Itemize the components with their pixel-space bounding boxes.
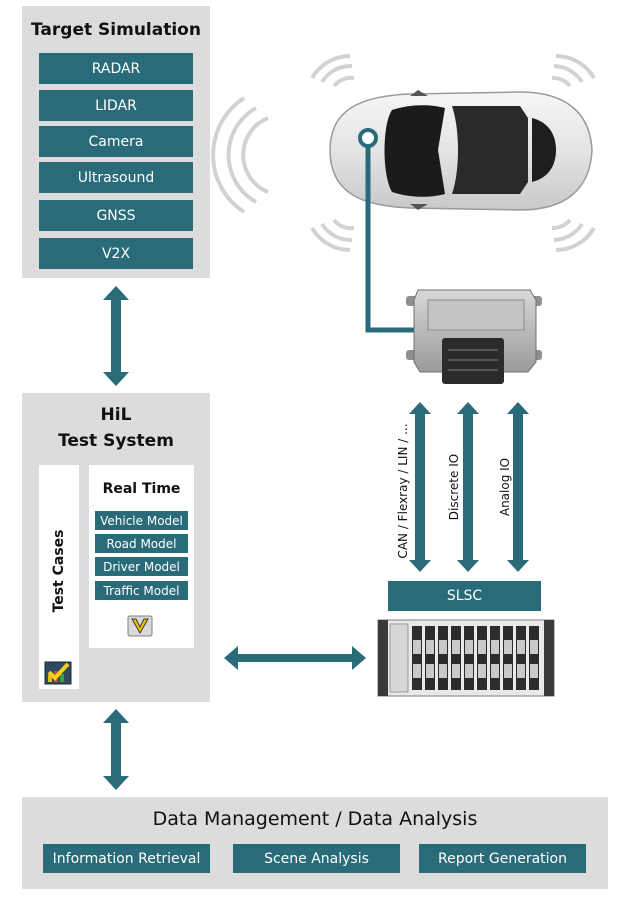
- hil-test-system-panel: HiL Test System Test Cases Real Time Veh…: [22, 393, 210, 702]
- vehicle-model-item: Vehicle Model: [95, 511, 188, 530]
- gnss-item: GNSS: [39, 200, 193, 231]
- radar-item: RADAR: [39, 53, 193, 84]
- driver-model-item: Driver Model: [95, 557, 188, 576]
- information-retrieval-item: Information Retrieval: [43, 844, 210, 873]
- target-simulation-panel: Target Simulation RADAR LIDAR Camera Ult…: [22, 6, 210, 278]
- target-simulation-title: Target Simulation: [31, 20, 201, 40]
- can-arrow: [409, 402, 431, 572]
- report-generation-item: Report Generation: [419, 844, 586, 873]
- real-time-title: Real Time: [102, 481, 181, 497]
- car-icon: [329, 90, 593, 211]
- slsc-label: SLSC: [388, 581, 541, 611]
- camera-item: Camera: [39, 126, 193, 157]
- ecu-icon: [406, 289, 542, 384]
- road-model-item: Road Model: [95, 534, 188, 553]
- discrete-io-arrow: [457, 402, 479, 572]
- v2x-item: V2X: [39, 238, 193, 269]
- hil-data-arrow: [103, 709, 129, 790]
- test-cases-box: Test Cases: [39, 465, 79, 689]
- target-hil-arrow: [103, 286, 129, 386]
- sensor-waves-icon: [211, 54, 596, 252]
- data-management-title: Data Management / Data Analysis: [152, 808, 478, 830]
- pxi-chassis-icon: [377, 619, 555, 697]
- lidar-item: LIDAR: [39, 90, 193, 121]
- hil-title-line1: HiL: [100, 405, 132, 425]
- ultrasound-item: Ultrasound: [39, 162, 193, 193]
- scene-analysis-item: Scene Analysis: [233, 844, 400, 873]
- hil-title-line2: Test System: [58, 431, 174, 451]
- real-time-box: Real Time Vehicle Model Road Model Drive…: [89, 465, 194, 648]
- car-ecu-connector: [358, 128, 418, 333]
- test-cases-checkmark-icon: [44, 661, 72, 685]
- veristand-logo-icon: [127, 615, 153, 637]
- hil-pxi-arrow: [224, 646, 366, 670]
- analog-io-arrow: [507, 402, 529, 572]
- data-management-panel: Data Management / Data Analysis Informat…: [22, 797, 608, 889]
- traffic-model-item: Traffic Model: [95, 581, 188, 600]
